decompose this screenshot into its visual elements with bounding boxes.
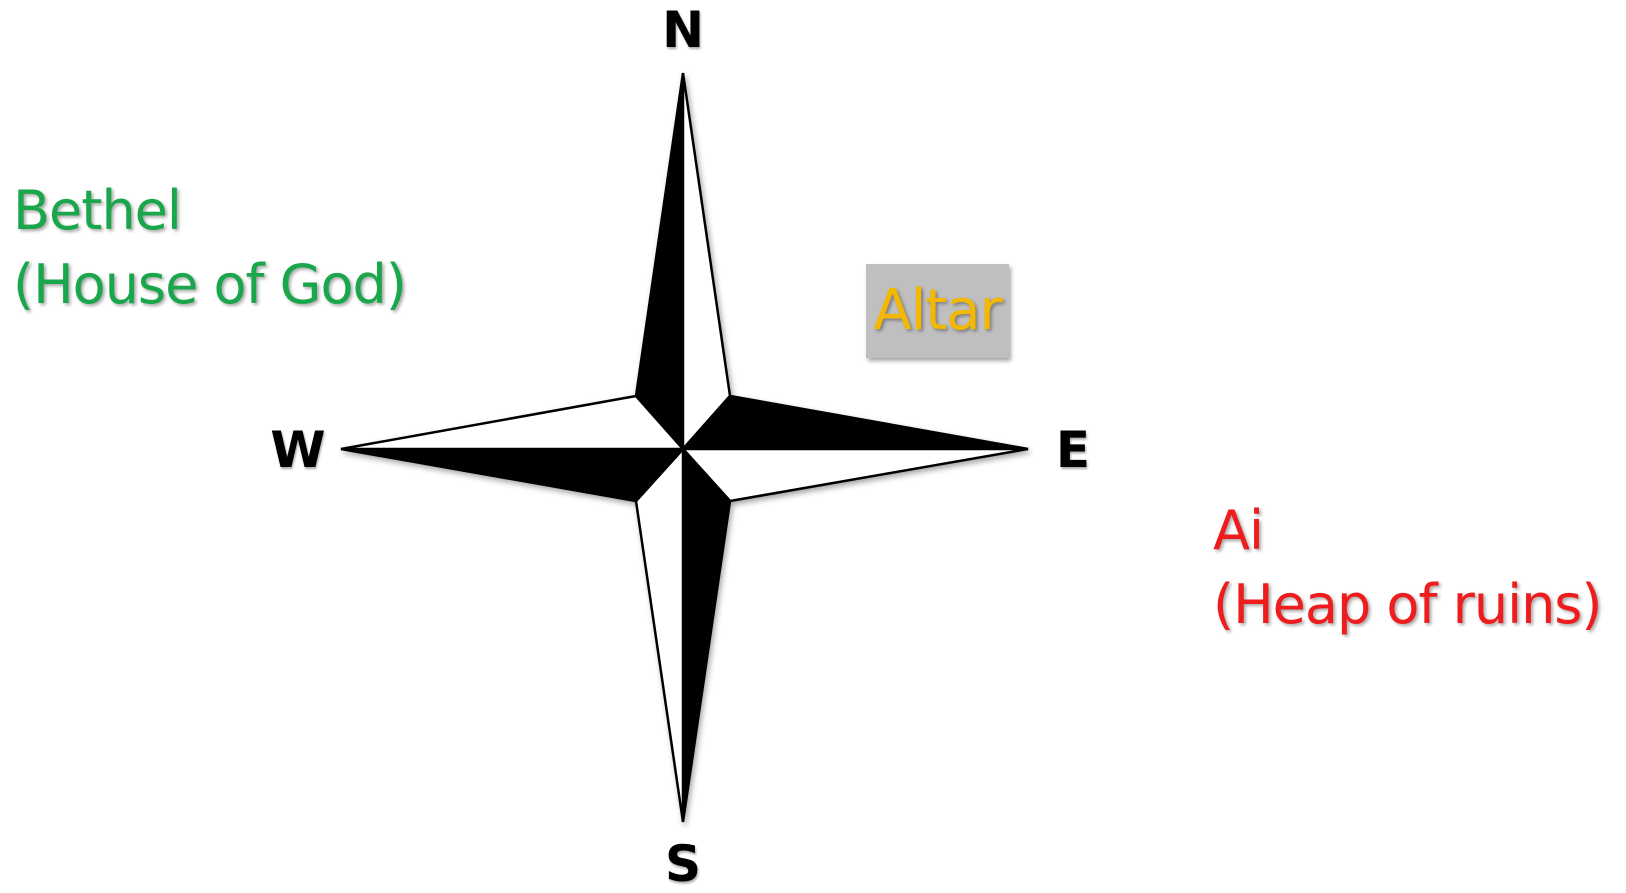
south-point-light — [634, 445, 685, 823]
north-label: N — [662, 1, 704, 59]
bethel-name: Bethel — [13, 179, 182, 242]
ai-meaning: (Heap of ruins) — [1213, 573, 1602, 636]
ai-label: Ai (Heap of ruins) — [1213, 494, 1602, 642]
north-point-dark — [634, 72, 685, 453]
south-point-dark — [681, 445, 732, 823]
south-label: S — [664, 835, 702, 893]
east-point-light — [680, 447, 1029, 503]
west-label: W — [270, 421, 326, 479]
altar-label: Altar — [873, 278, 1002, 343]
ai-name: Ai — [1213, 499, 1264, 562]
altar-box — [866, 264, 1009, 358]
bethel-meaning: (House of God) — [13, 253, 407, 316]
east-point-dark — [680, 394, 1029, 451]
east-label: E — [1055, 421, 1091, 479]
bethel-label: Bethel (House of God) — [13, 174, 407, 322]
west-point-dark — [340, 447, 686, 503]
west-point-light — [340, 394, 686, 451]
north-point-light — [681, 72, 732, 453]
